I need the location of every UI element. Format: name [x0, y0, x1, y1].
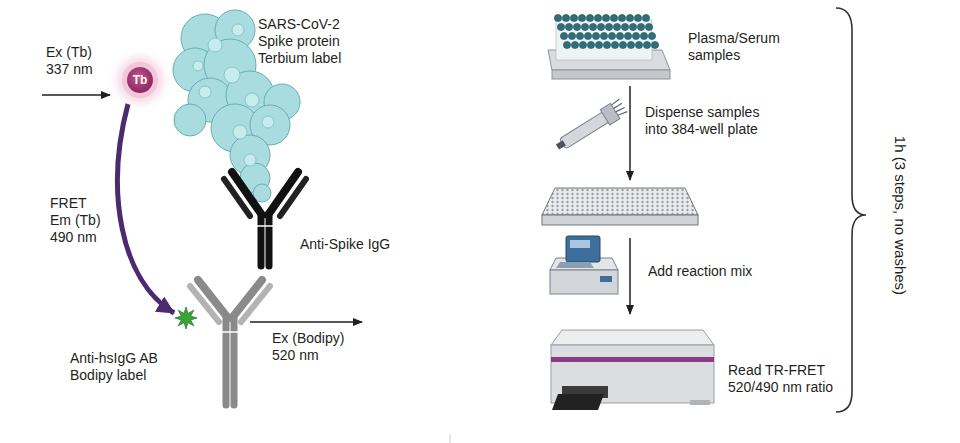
- fret-arrow: [118, 104, 174, 313]
- step-label: Read TR-FRET 520/490 nm ratio: [728, 362, 843, 396]
- well-plate: [542, 188, 698, 225]
- reagent-dispenser: [550, 236, 618, 294]
- step-label: Add reaction mix: [648, 263, 752, 280]
- panel-divider: [450, 434, 451, 443]
- protein-label: SARS-CoV-2 Spike protein Terbium label: [258, 16, 360, 67]
- excitation-arrow: [42, 94, 110, 95]
- terbium-label-dot: Tb: [127, 67, 153, 93]
- excitation-label: Ex (Tb) 337 nm: [46, 44, 108, 78]
- element-symbol: Tb: [133, 73, 148, 87]
- duration-label: 1h (3 steps, no washes): [892, 135, 909, 294]
- anti-spike-antibody: [224, 172, 306, 266]
- multichannel-pipette: [553, 98, 629, 155]
- emission-arrow: [250, 321, 362, 322]
- duration-brace: [836, 8, 866, 412]
- fret-label: FRET Em (Tb) 490 nm: [50, 195, 106, 246]
- step-label: Dispense samples into 384-well plate: [645, 104, 770, 138]
- workflow-arrow: [629, 86, 631, 180]
- workflow-arrow: [629, 238, 631, 314]
- sample-rack: [548, 14, 670, 79]
- step-label: Plasma/Serum samples: [688, 30, 788, 64]
- bodipy-star: [175, 307, 197, 329]
- plate-reader: [551, 330, 714, 410]
- anti-human-igg-antibody: [190, 280, 270, 405]
- antibody-label: Anti-hsIgG AB Bodipy label: [70, 350, 170, 384]
- antibody-label: Anti-Spike IgG: [300, 236, 390, 253]
- emission-label: Ex (Bodipy) 520 nm: [272, 330, 356, 364]
